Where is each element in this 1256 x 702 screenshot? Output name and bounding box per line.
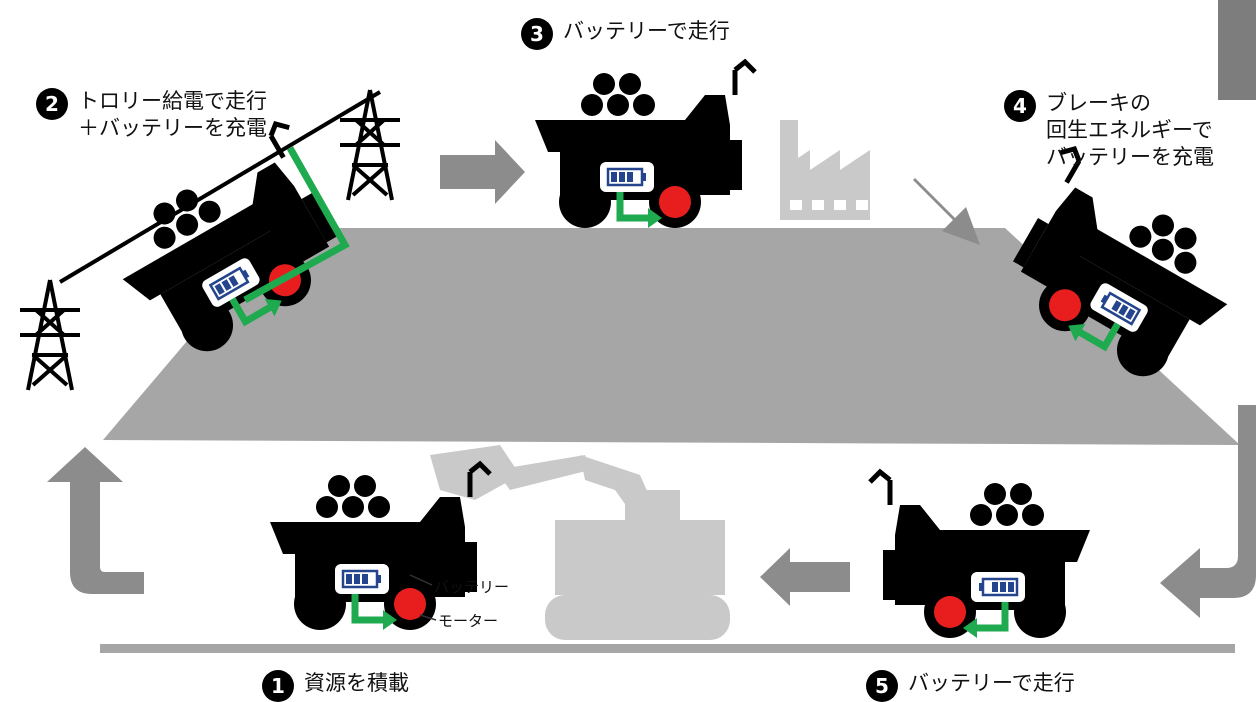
step-number-badge: 5 (866, 670, 898, 702)
step-2-label: 2 トロリー給電で走行 ＋バッテリーを充電 (36, 88, 267, 142)
truck-step-5 (870, 472, 1090, 638)
step-4-text-line-3: バッテリーを充電 (1046, 145, 1214, 169)
photo-fragment (1218, 0, 1256, 100)
step-4-label: 4 ブレーキの 回生エネルギーで バッテリーを充電 (1004, 90, 1214, 171)
ground-line (100, 644, 1235, 653)
arrow-4-to-5 (1160, 405, 1256, 618)
step-number-badge: 3 (521, 18, 553, 50)
arrow-3-to-4 (913, 178, 980, 245)
step-number-badge: 4 (1004, 90, 1036, 122)
arrow-1-to-2 (47, 447, 144, 594)
step-1-label: 1 資源を積載 (262, 670, 409, 702)
motor-callout-label: モーター (438, 612, 499, 630)
step-5-label: 5 バッテリーで走行 (866, 670, 1075, 702)
truck-step-3 (535, 62, 755, 228)
arrow-2-to-3 (440, 140, 525, 204)
charge-flow-arrow (243, 146, 350, 304)
road-plateau (103, 228, 1240, 445)
trolley-line (18, 88, 402, 392)
step-4-text-line-1: ブレーキの (1046, 91, 1151, 115)
flow-arrows (47, 140, 1256, 618)
step-4-text-line-2: 回生エネルギーで (1046, 118, 1213, 142)
motor-callout-line (419, 614, 437, 621)
arrow-5-to-1 (760, 548, 850, 606)
battery-callout-label: バッテリー (434, 578, 510, 596)
step-1-text: 資源を積載 (304, 671, 409, 695)
battery-callout-line (409, 574, 433, 586)
step-2-text-line-2: ＋バッテリーを充電 (78, 116, 267, 140)
step-3-text: バッテリーで走行 (563, 19, 730, 43)
step-number-badge: 1 (262, 670, 294, 702)
excavator-icon (430, 445, 730, 640)
step-3-label: 3 バッテリーで走行 (521, 18, 730, 50)
step-2-text-line-1: トロリー給電で走行 (78, 89, 267, 113)
factory-icon (780, 120, 870, 220)
step-5-text: バッテリーで走行 (908, 671, 1075, 695)
step-number-badge: 2 (36, 88, 68, 120)
